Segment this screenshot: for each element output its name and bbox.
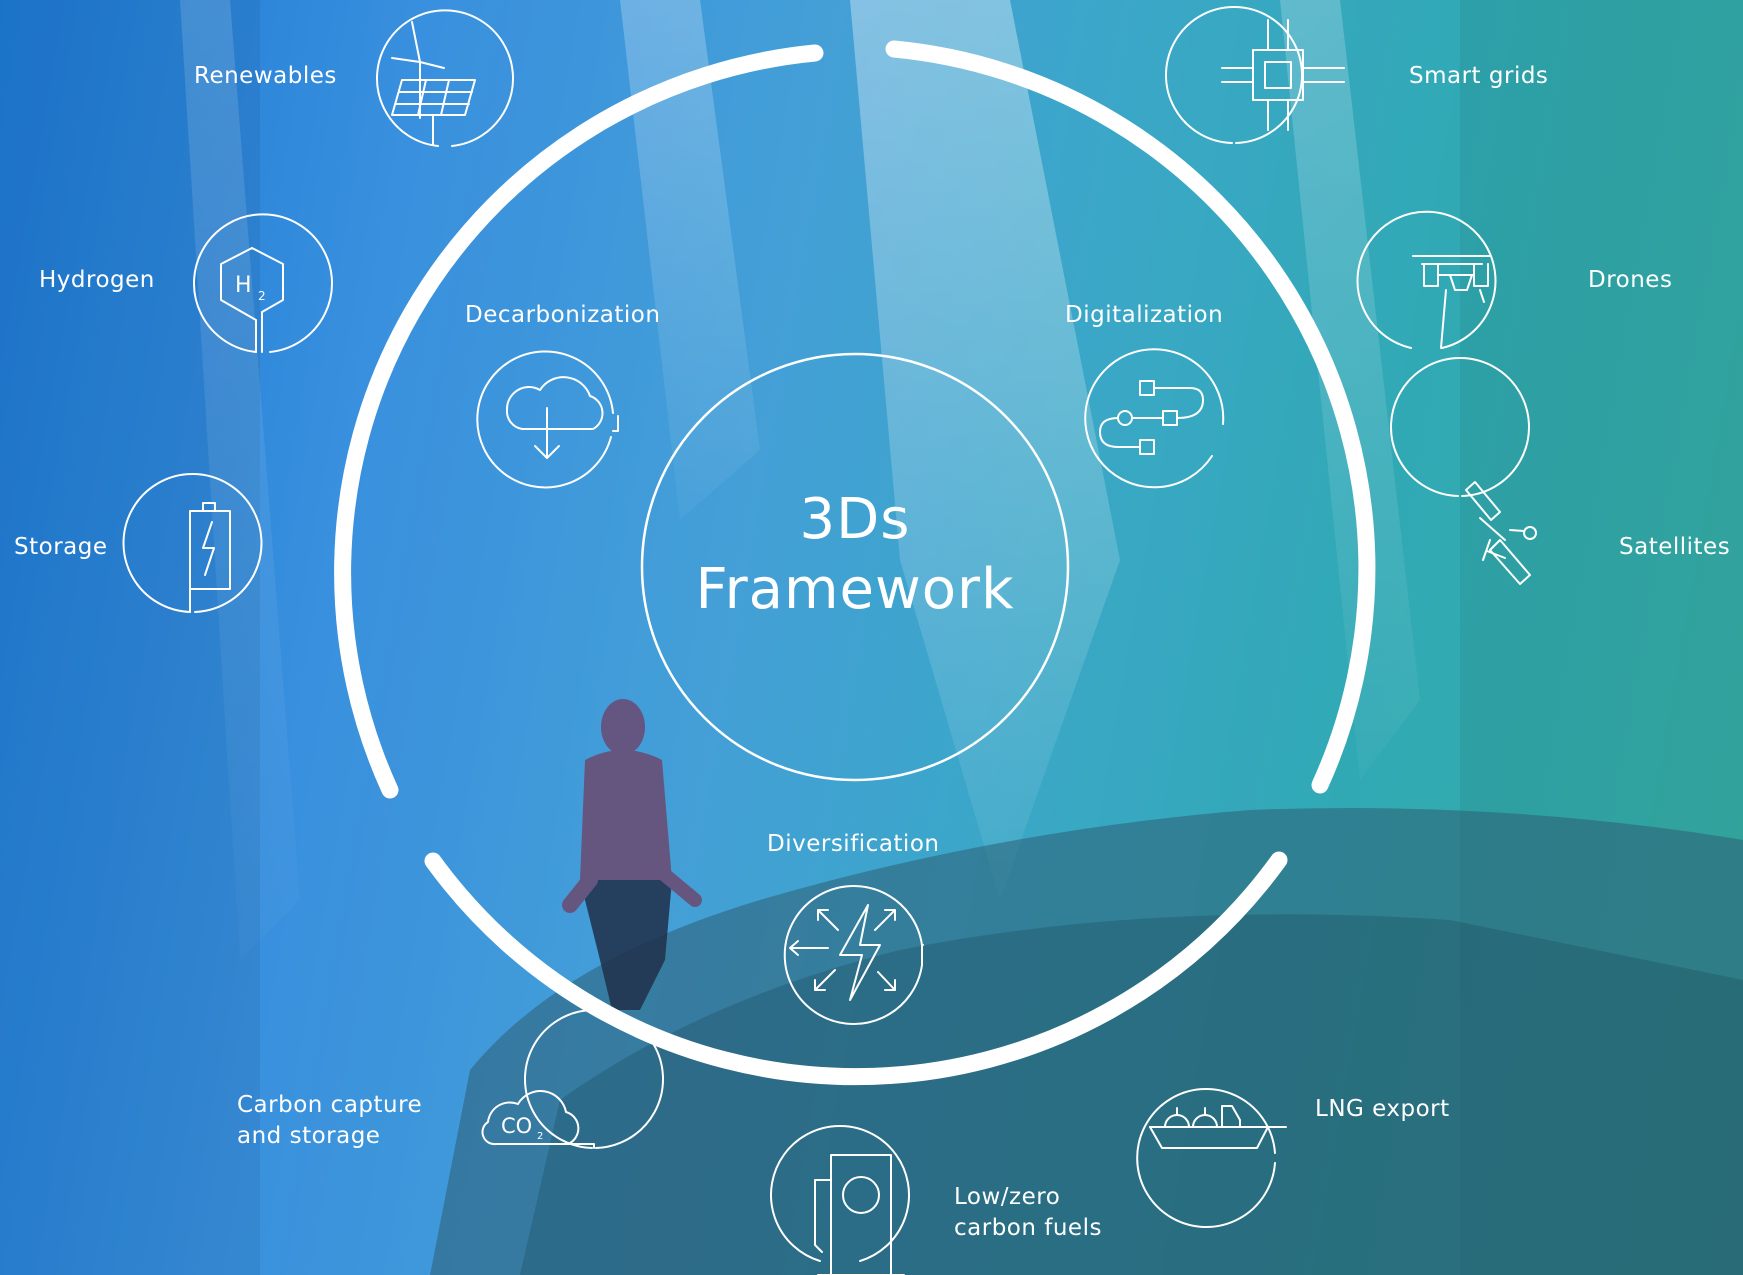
item-label-renewables: Renewables xyxy=(194,63,337,89)
item-label-low-zero-line2: carbon fuels xyxy=(954,1215,1102,1241)
flowchart-icon xyxy=(1084,348,1225,489)
battery-icon xyxy=(122,473,263,613)
framework-title-line1: 3Ds xyxy=(799,487,911,552)
ring-arc-decarbonization xyxy=(334,44,824,799)
item-label-drones: Drones xyxy=(1588,267,1673,293)
lightning-arrows-icon xyxy=(783,885,924,1025)
fuel-pump-icon xyxy=(770,1125,910,1275)
ring-arc-digitalization xyxy=(885,40,1376,794)
co2-cloud-icon xyxy=(481,1009,664,1149)
lng-ship-icon xyxy=(1136,1088,1287,1228)
wind-solar-icon xyxy=(376,9,514,147)
item-label-hydrogen: Hydrogen xyxy=(39,267,155,293)
item-label-carbon-capture-line2: and storage xyxy=(237,1123,381,1149)
h2-label: H xyxy=(235,273,252,298)
drone-icon xyxy=(1356,210,1497,349)
item-label-carbon-capture: Carbon capture and storage xyxy=(237,1090,422,1152)
chip-icon xyxy=(1165,6,1345,144)
co2-subscript: 2 xyxy=(537,1131,543,1142)
pillar-label-decarbonization: Decarbonization xyxy=(465,302,661,328)
pillar-label-diversification: Diversification xyxy=(767,831,940,857)
satellite-icon xyxy=(1390,357,1537,585)
item-label-carbon-capture-line1: Carbon capture xyxy=(237,1092,423,1118)
item-label-low-zero-line1: Low/zero xyxy=(954,1184,1061,1210)
item-label-storage: Storage xyxy=(14,534,108,560)
item-label-smart-grids: Smart grids xyxy=(1409,63,1549,89)
h2-subscript: 2 xyxy=(258,289,266,303)
cloud-download-icon xyxy=(476,350,619,489)
pillar-label-digitalization: Digitalization xyxy=(1065,302,1224,328)
center-circle xyxy=(640,352,1070,782)
co2-label: CO xyxy=(501,1114,532,1138)
hiker-figure xyxy=(562,699,702,1010)
hydrogen-icon xyxy=(193,213,333,353)
item-label-low-zero-carbon-fuels: Low/zero carbon fuels xyxy=(954,1182,1102,1244)
item-label-satellites: Satellites xyxy=(1619,534,1731,560)
item-label-lng-export: LNG export xyxy=(1315,1096,1450,1122)
ring-arc-diversification xyxy=(424,851,1288,1086)
framework-title: 3Ds Framework xyxy=(640,485,1070,625)
framework-title-line2: Framework xyxy=(695,557,1015,622)
